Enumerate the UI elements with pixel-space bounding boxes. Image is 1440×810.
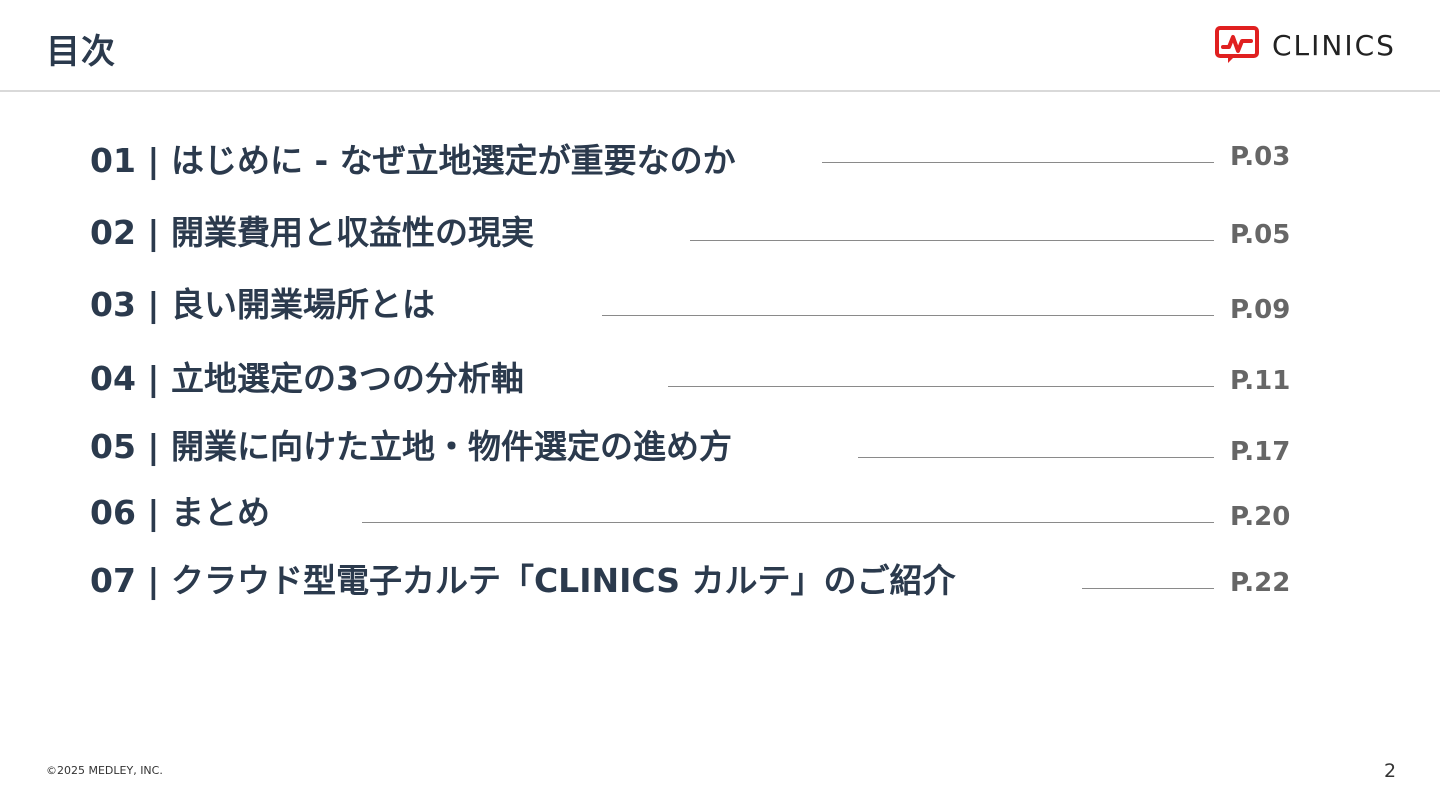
toc-item-06[interactable]: 06 | まとめ P.20 bbox=[0, 488, 1440, 538]
toc-item-03[interactable]: 03 | 良い開業場所とは P.09 bbox=[0, 280, 1440, 330]
toc-item-02[interactable]: 02 | 開業費用と収益性の現実 P.05 bbox=[0, 208, 1440, 258]
toc-page-ref: P.05 bbox=[1230, 220, 1291, 250]
toc-page-ref: P.09 bbox=[1230, 295, 1291, 325]
toc-item-title: 03 | 良い開業場所とは bbox=[90, 285, 435, 324]
toc-item-01[interactable]: 01 | はじめに - なぜ立地選定が重要なのか P.03 bbox=[0, 136, 1440, 186]
toc-item-04[interactable]: 04 | 立地選定の3つの分析軸 P.11 bbox=[0, 354, 1440, 404]
toc-leader-line bbox=[362, 522, 1214, 523]
toc-leader-line bbox=[602, 315, 1214, 316]
toc-leader-line bbox=[822, 162, 1214, 163]
toc-item-title: 04 | 立地選定の3つの分析軸 bbox=[90, 359, 524, 398]
toc-item-07[interactable]: 07 | クラウド型電子カルテ「CLINICS カルテ」のご紹介 P.22 bbox=[0, 556, 1440, 606]
toc-page-ref: P.20 bbox=[1230, 502, 1291, 532]
copyright-notice: ©2025 MEDLEY, INC. bbox=[46, 764, 163, 777]
toc-page-ref: P.17 bbox=[1230, 437, 1291, 467]
toc-page-ref: P.22 bbox=[1230, 568, 1291, 598]
logo-text: CLINICS bbox=[1272, 28, 1396, 62]
clinics-logo-icon bbox=[1215, 26, 1259, 63]
slide-header: 目次 CLINICS bbox=[0, 0, 1440, 92]
toc-leader-line bbox=[668, 386, 1214, 387]
toc-leader-line bbox=[1082, 588, 1214, 589]
page-title: 目次 bbox=[46, 32, 116, 72]
clinics-logo: CLINICS bbox=[1214, 25, 1396, 65]
toc-page-ref: P.11 bbox=[1230, 366, 1291, 396]
toc-item-title: 05 | 開業に向けた立地・物件選定の進め方 bbox=[90, 427, 732, 466]
page-number: 2 bbox=[1384, 760, 1397, 782]
toc-item-title: 06 | まとめ bbox=[90, 493, 270, 532]
toc-item-title: 01 | はじめに - なぜ立地選定が重要なのか bbox=[90, 141, 736, 180]
toc-leader-line bbox=[858, 457, 1214, 458]
toc-item-title: 02 | 開業費用と収益性の現実 bbox=[90, 213, 534, 252]
toc-leader-line bbox=[690, 240, 1214, 241]
toc-item-title: 07 | クラウド型電子カルテ「CLINICS カルテ」のご紹介 bbox=[90, 561, 956, 600]
toc-item-05[interactable]: 05 | 開業に向けた立地・物件選定の進め方 P.17 bbox=[0, 422, 1440, 472]
toc-page-ref: P.03 bbox=[1230, 142, 1291, 172]
